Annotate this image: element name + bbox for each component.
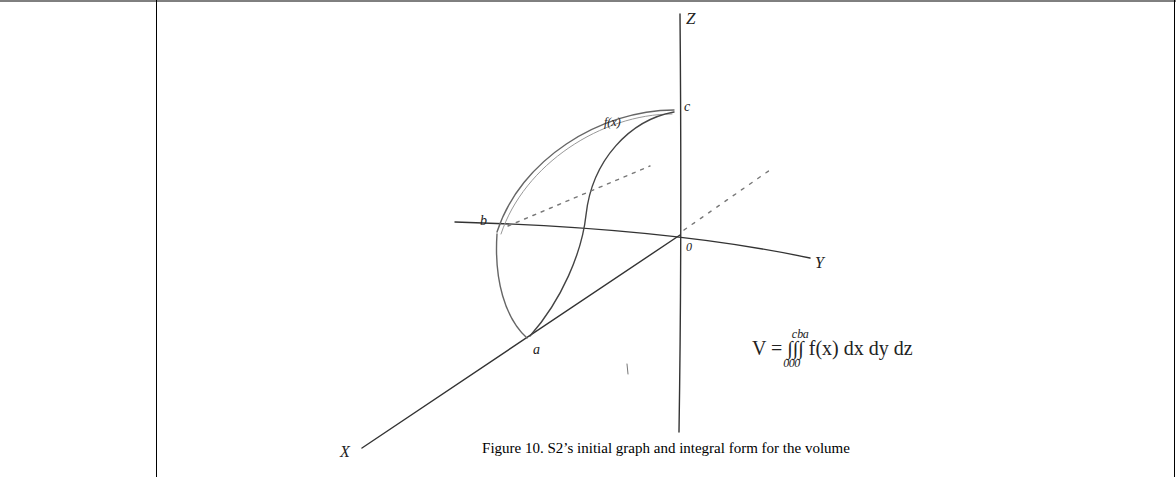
y-axis xyxy=(455,222,810,258)
dotted-line xyxy=(508,166,650,226)
origin-label: 0 xyxy=(686,241,692,253)
axis-label: Y xyxy=(815,255,824,271)
dotted-line xyxy=(684,170,770,230)
integral-formula: V = ∫∫∫ f(x) dx dy dz xyxy=(752,338,913,358)
tick-mark xyxy=(627,364,628,374)
point-label: a xyxy=(533,343,540,357)
integral-limit: 0 xyxy=(789,357,795,369)
curve-label: f(x) xyxy=(604,116,621,128)
x-axis xyxy=(362,235,680,448)
integral-limit: 0 xyxy=(783,357,789,369)
z-axis xyxy=(679,14,681,432)
table-border xyxy=(1174,0,1175,477)
boundary-curve xyxy=(497,234,527,338)
integral-limit: c xyxy=(792,328,797,340)
table-border xyxy=(156,0,157,477)
axis-label: X xyxy=(340,444,350,460)
integral-limit: a xyxy=(803,328,809,340)
integral-limit: b xyxy=(797,328,803,340)
table-border xyxy=(0,1,1176,2)
axis-label: Z xyxy=(686,10,695,27)
figure-caption: Figure 10. S2’s initial graph and integr… xyxy=(156,440,1176,457)
surface-curve xyxy=(530,112,674,336)
point-label: c xyxy=(684,100,690,114)
integral-limit: 0 xyxy=(794,357,800,369)
point-label: b xyxy=(480,214,487,228)
